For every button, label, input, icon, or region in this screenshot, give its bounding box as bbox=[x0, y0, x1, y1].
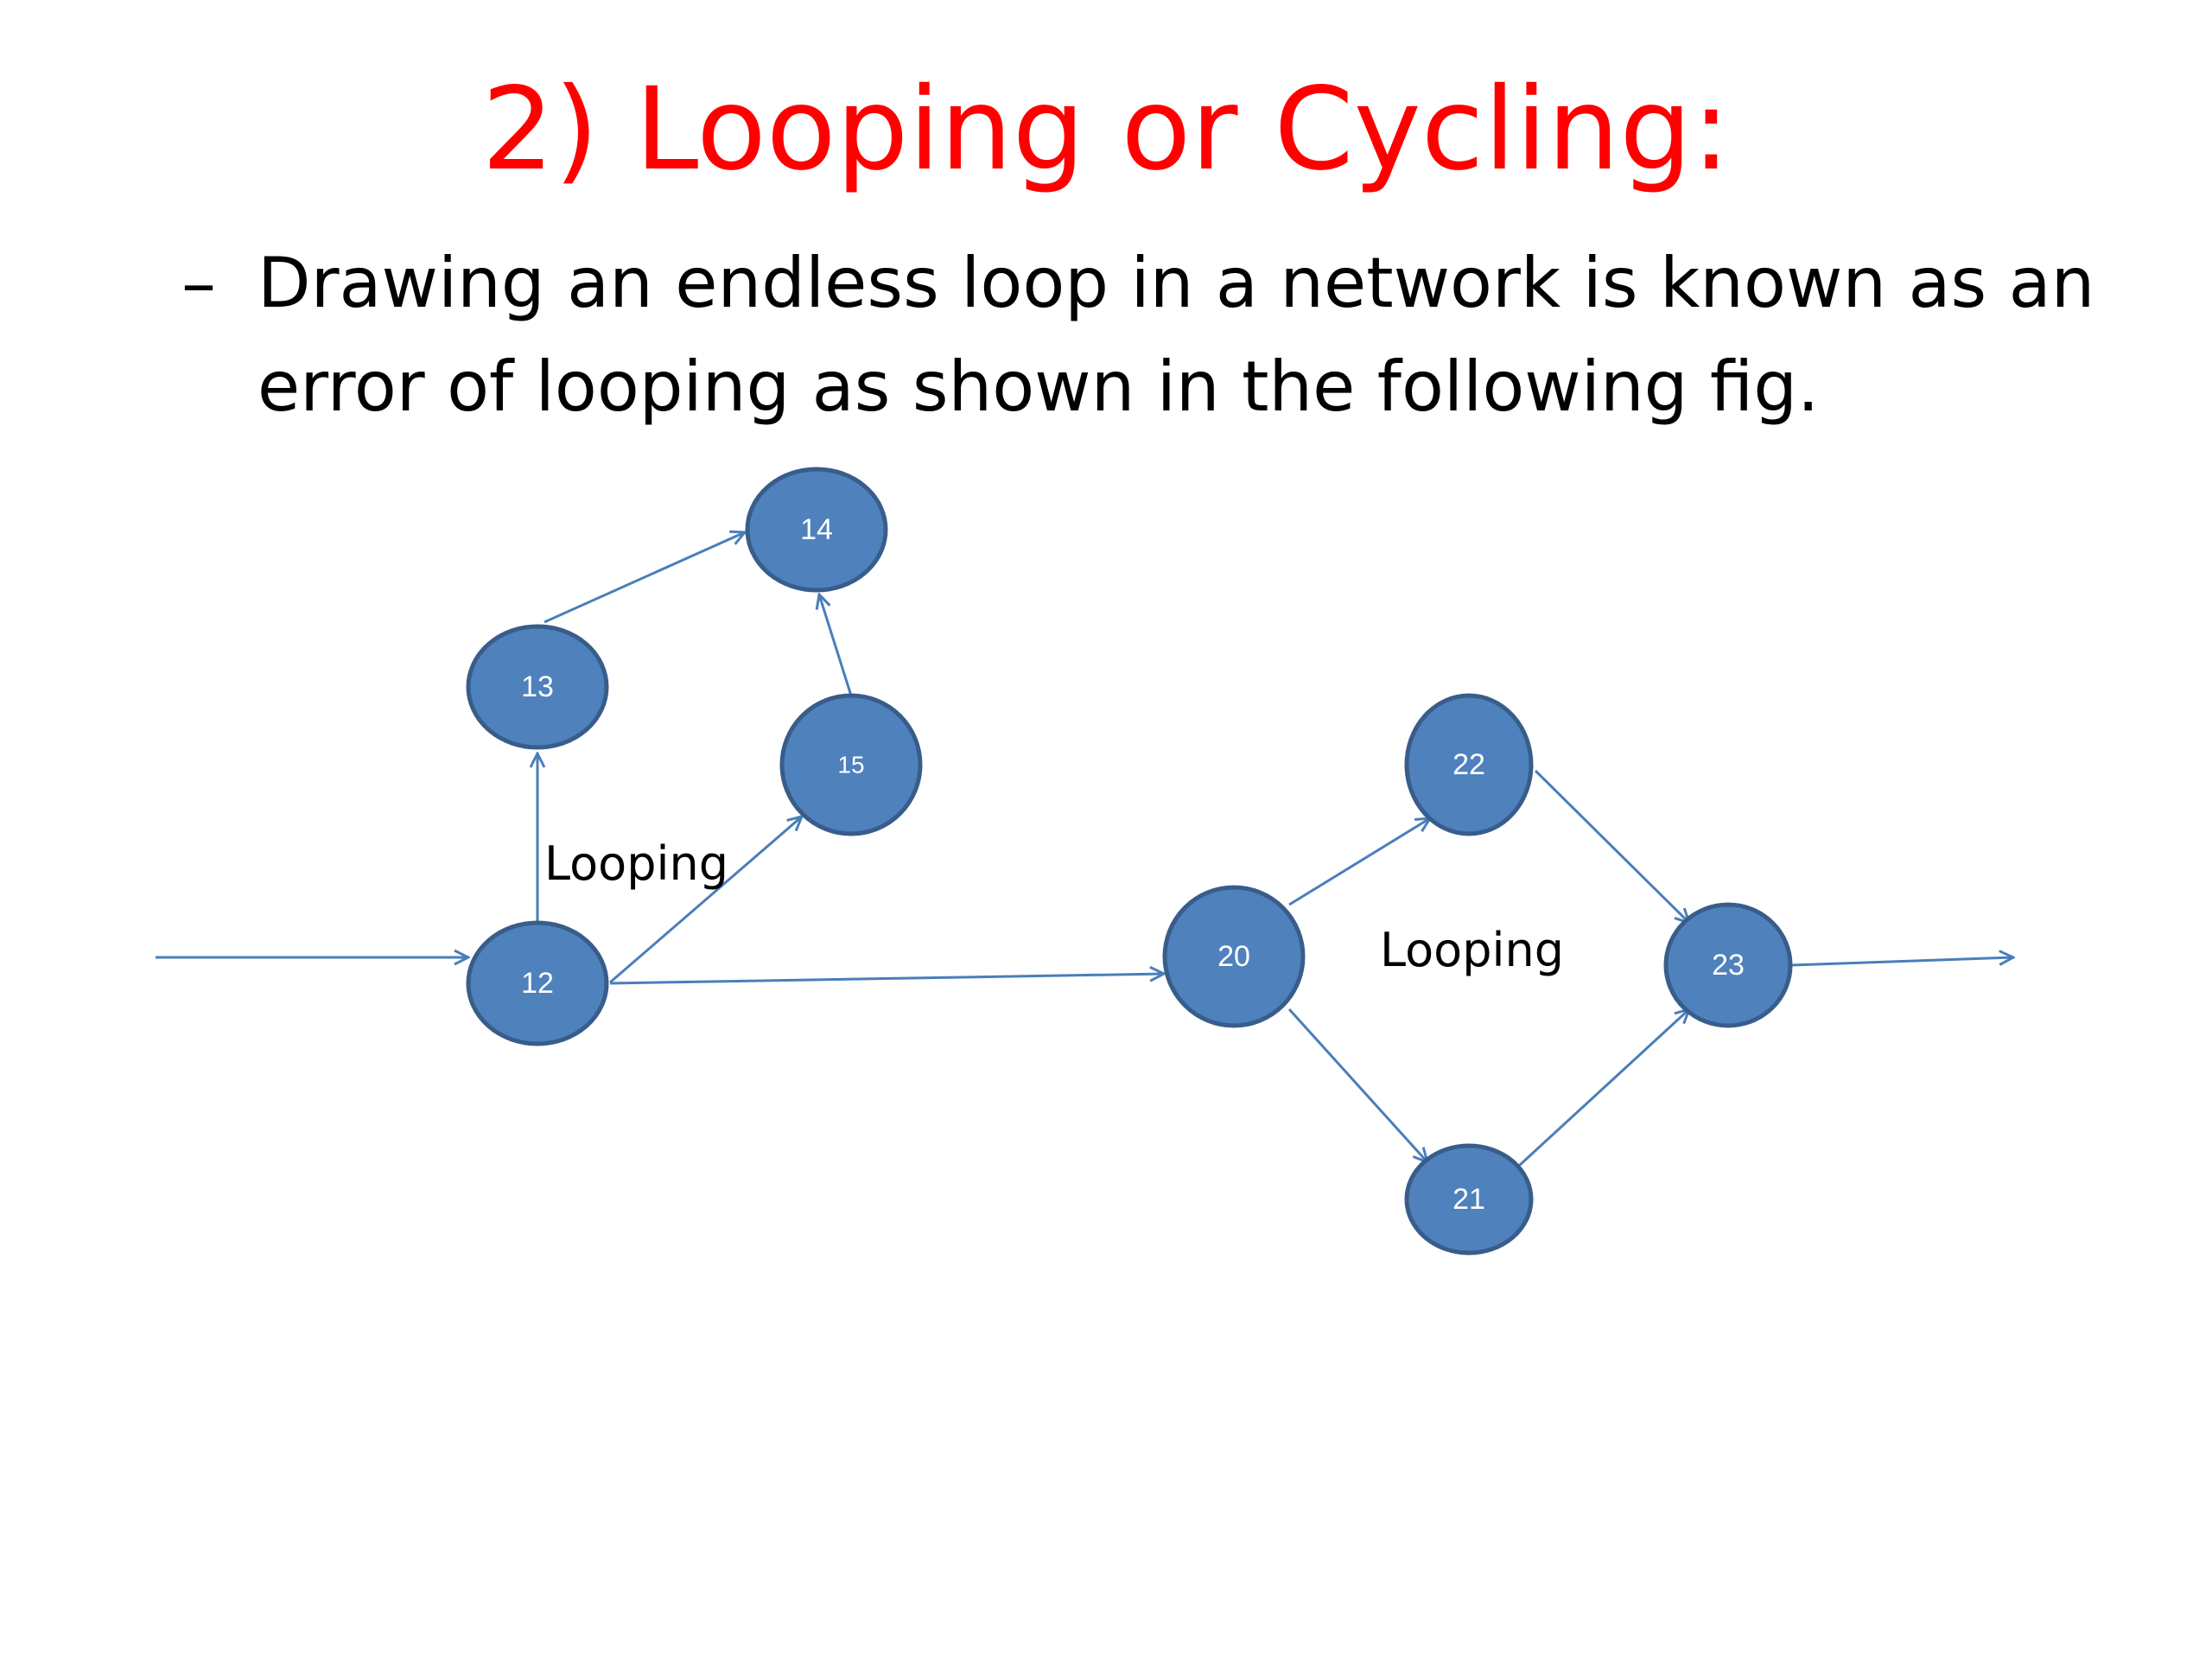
looping-label-left: Looping bbox=[544, 836, 728, 891]
edge-20-21 bbox=[1287, 1007, 1427, 1162]
edge-12-15 bbox=[609, 817, 802, 984]
edge-21-23 bbox=[1516, 1009, 1689, 1168]
node-label: 12 bbox=[521, 967, 554, 1000]
edge-13-14 bbox=[543, 532, 745, 624]
edge-20-22 bbox=[1288, 818, 1430, 906]
node-23: 23 bbox=[1663, 902, 1793, 1028]
edge-22-23 bbox=[1534, 769, 1689, 923]
node-12: 12 bbox=[466, 920, 609, 1046]
slide-title: 2) Looping or Cycling: bbox=[481, 63, 1731, 196]
edges bbox=[156, 532, 2013, 1168]
node-14: 14 bbox=[745, 467, 888, 593]
node-20: 20 bbox=[1162, 885, 1306, 1028]
node-label: 21 bbox=[1452, 1183, 1485, 1216]
node-21: 21 bbox=[1404, 1143, 1534, 1255]
edge-15-14 bbox=[819, 594, 853, 696]
bullet-text: Drawing an endless loop in a network is … bbox=[257, 243, 2095, 427]
node-label: 23 bbox=[1712, 949, 1745, 982]
node-label: 14 bbox=[800, 513, 833, 546]
node-label: 22 bbox=[1452, 748, 1485, 781]
edge-23-end bbox=[1790, 957, 2013, 967]
edge-12-20 bbox=[609, 974, 1164, 985]
node-15: 15 bbox=[779, 693, 923, 836]
looping-label-right: Looping bbox=[1380, 923, 1564, 977]
node-label: 20 bbox=[1217, 940, 1250, 973]
node-13: 13 bbox=[466, 624, 609, 750]
node-label: 15 bbox=[837, 752, 864, 779]
bullet-marker: – bbox=[181, 243, 216, 323]
node-label: 13 bbox=[521, 671, 554, 703]
node-22: 22 bbox=[1404, 693, 1534, 836]
